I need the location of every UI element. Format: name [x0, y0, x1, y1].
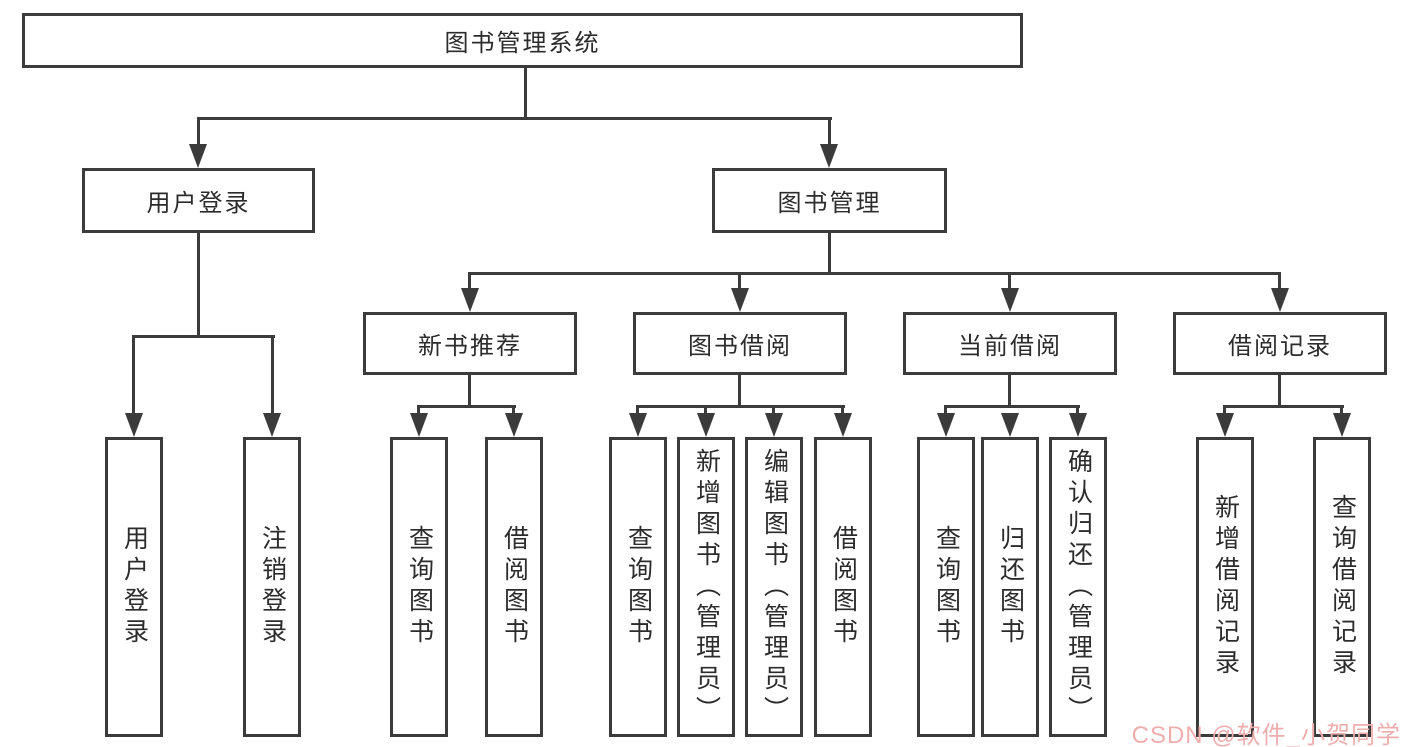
leaf-add-borrow-record: 新增借阅记录	[1196, 437, 1254, 737]
leaf-query-books-current: 查询图书	[917, 437, 975, 737]
node-label: 归还图书	[996, 525, 1025, 649]
node-label: 借阅记录	[1228, 333, 1332, 360]
connector-vline	[738, 374, 741, 408]
node-label: 查询图书	[932, 525, 961, 649]
connector-hline	[417, 405, 516, 408]
node-borrowing-records: 借阅记录	[1173, 312, 1387, 375]
connector-vline	[468, 272, 471, 291]
node-label: 查询借阅记录	[1328, 494, 1357, 680]
arrow-down-icon	[834, 413, 852, 437]
connector-vline	[738, 272, 741, 291]
connector-vline	[841, 405, 844, 416]
csdn-watermark: CSDN @软件_小贺同学	[1131, 722, 1401, 747]
leaf-logout: 注销登录	[243, 437, 301, 737]
node-label: 新增图书（管理员）	[692, 447, 721, 727]
node-label: 编辑图书（管理员）	[760, 447, 789, 727]
node-label: 借阅图书	[500, 525, 529, 649]
connector-vline	[271, 335, 274, 416]
arrow-down-icon	[263, 413, 281, 437]
node-label: 图书借阅	[688, 333, 792, 360]
connector-hline	[944, 405, 1080, 408]
connector-vline	[828, 233, 831, 275]
connector-vline	[828, 117, 831, 146]
arrow-down-icon	[697, 413, 715, 437]
arrow-down-icon	[1333, 413, 1351, 437]
node-book-management: 图书管理	[712, 168, 947, 233]
connector-vline	[1076, 405, 1079, 416]
connector-vline	[1008, 374, 1011, 408]
arrow-down-icon	[1271, 288, 1289, 312]
node-label: 查询图书	[624, 525, 653, 649]
arrow-down-icon	[1001, 413, 1019, 437]
node-label: 用户登录	[120, 525, 149, 649]
connector-hline	[197, 117, 832, 120]
leaf-query-books-borrow: 查询图书	[609, 437, 667, 737]
node-current-borrowing: 当前借阅	[903, 312, 1117, 375]
connector-hline	[469, 272, 1281, 275]
node-label: 当前借阅	[958, 333, 1062, 360]
connector-vline	[704, 405, 707, 416]
node-book-borrowing: 图书借阅	[633, 312, 847, 375]
arrow-down-icon	[937, 413, 955, 437]
arrow-down-icon	[731, 288, 749, 312]
node-label: 注销登录	[258, 525, 287, 649]
connector-hline	[1223, 405, 1344, 408]
connector-vline	[1278, 374, 1281, 408]
arrow-down-icon	[1216, 413, 1234, 437]
leaf-borrow-books: 借阅图书	[814, 437, 872, 737]
connector-vline	[417, 405, 420, 416]
connector-vline	[197, 233, 200, 338]
connector-vline	[468, 374, 471, 408]
connector-vline	[197, 117, 200, 146]
connector-vline	[772, 405, 775, 416]
node-label: 图书管理系统	[444, 30, 601, 57]
leaf-return-books: 归还图书	[981, 437, 1039, 737]
leaf-borrow-books-recommend: 借阅图书	[485, 437, 543, 737]
arrow-down-icon	[820, 144, 838, 168]
node-user-login: 用户登录	[82, 168, 315, 233]
node-label: 查询图书	[405, 525, 434, 649]
connector-hline	[132, 335, 275, 338]
leaf-confirm-return-admin: 确认归还（管理员）	[1049, 437, 1107, 737]
node-label: 用户登录	[146, 190, 251, 217]
node-label: 确认归还（管理员）	[1064, 447, 1093, 727]
arrow-down-icon	[505, 413, 523, 437]
leaf-user-login: 用户登录	[105, 437, 163, 737]
connector-vline	[1278, 272, 1281, 291]
node-new-book-recommendation: 新书推荐	[363, 312, 577, 375]
leaf-add-book-admin: 新增图书（管理员）	[677, 437, 735, 737]
arrow-down-icon	[765, 413, 783, 437]
arrow-down-icon	[1069, 413, 1087, 437]
connector-vline	[524, 68, 527, 120]
connector-vline	[1223, 405, 1226, 416]
arrow-down-icon	[189, 144, 207, 168]
leaf-query-books-recommend: 查询图书	[390, 437, 448, 737]
node-label: 新书推荐	[418, 333, 522, 360]
leaf-query-borrow-record: 查询借阅记录	[1313, 437, 1371, 737]
node-label: 图书管理	[777, 190, 882, 217]
arrow-down-icon	[125, 413, 143, 437]
connector-vline	[512, 405, 515, 416]
arrow-down-icon	[1001, 288, 1019, 312]
connector-vline	[132, 335, 135, 416]
arrow-down-icon	[461, 288, 479, 312]
connector-vline	[944, 405, 947, 416]
arrow-down-icon	[629, 413, 647, 437]
connector-vline	[1008, 272, 1011, 291]
node-label: 借阅图书	[829, 525, 858, 649]
node-root: 图书管理系统	[22, 13, 1023, 68]
leaf-edit-book-admin: 编辑图书（管理员）	[745, 437, 803, 737]
connector-hline	[636, 405, 845, 408]
node-label: 新增借阅记录	[1211, 494, 1240, 680]
arrow-down-icon	[410, 413, 428, 437]
connector-vline	[1340, 405, 1343, 416]
connector-vline	[636, 405, 639, 416]
